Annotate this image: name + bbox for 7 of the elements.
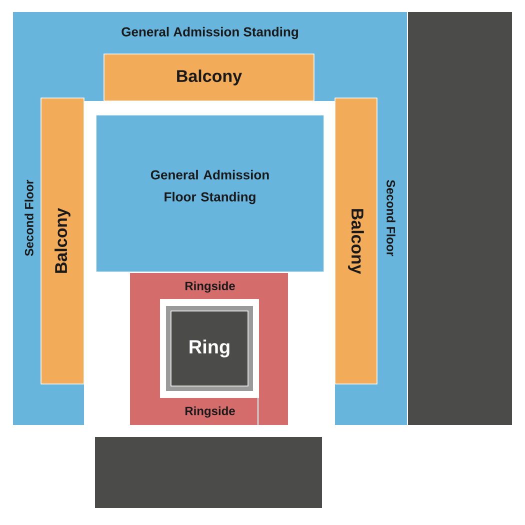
stage-block bbox=[408, 12, 512, 425]
stage-block bbox=[95, 437, 322, 508]
balcony-section: Balcony bbox=[40, 98, 84, 384]
balcony-section: Balcony bbox=[334, 98, 378, 384]
balcony-section: Balcony bbox=[104, 54, 314, 102]
floor-standing-area: General Admission Floor Standing bbox=[96, 114, 324, 272]
boxing-ring: Ring bbox=[166, 306, 253, 391]
